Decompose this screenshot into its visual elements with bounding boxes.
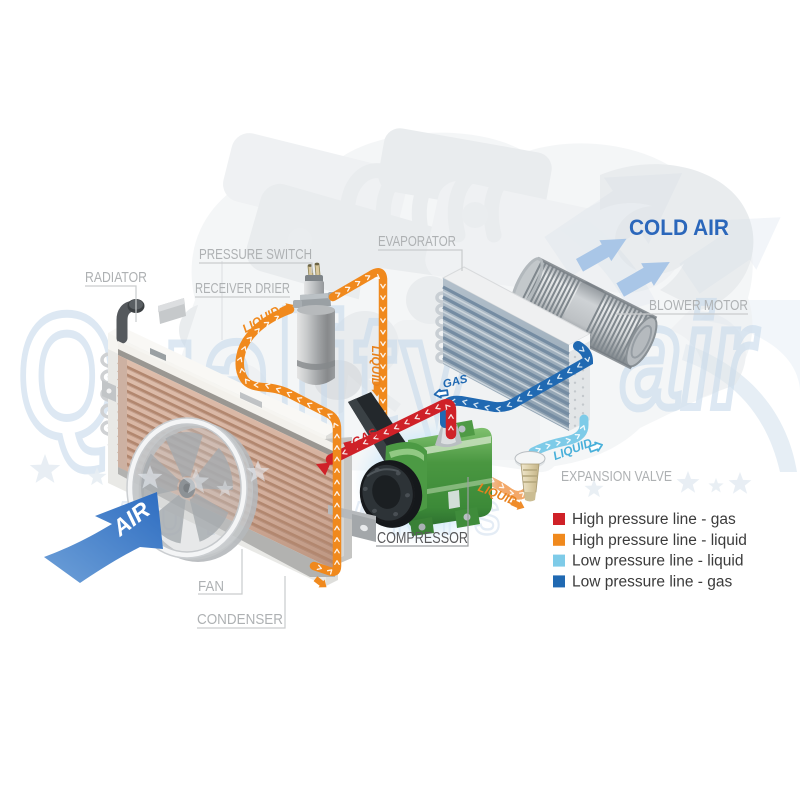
svg-text:CONDENSER: CONDENSER <box>197 611 283 628</box>
svg-text:EXPANSION VALVE: EXPANSION VALVE <box>561 468 672 485</box>
svg-text:FAN: FAN <box>198 578 224 595</box>
svg-text:COMPRESSOR: COMPRESSOR <box>377 530 468 547</box>
svg-text:LIQUID: LIQUID <box>369 346 383 387</box>
svg-text:RADIATOR: RADIATOR <box>85 269 147 286</box>
svg-text:High pressure line - gas: High pressure line - gas <box>572 511 736 528</box>
svg-text:COLD AIR: COLD AIR <box>629 215 729 240</box>
svg-text:Low pressure line - liquid: Low pressure line - liquid <box>572 553 743 570</box>
svg-text:GAS: GAS <box>442 373 469 391</box>
svg-text:EVAPORATOR: EVAPORATOR <box>378 233 456 250</box>
svg-text:RECEIVER DRIER: RECEIVER DRIER <box>195 280 290 297</box>
svg-text:BLOWER MOTOR: BLOWER MOTOR <box>649 297 748 314</box>
svg-text:High pressure line - liquid: High pressure line - liquid <box>572 532 747 549</box>
svg-text:Low pressure line - gas: Low pressure line - gas <box>572 573 732 590</box>
svg-text:PRESSURE SWITCH: PRESSURE SWITCH <box>199 246 312 263</box>
